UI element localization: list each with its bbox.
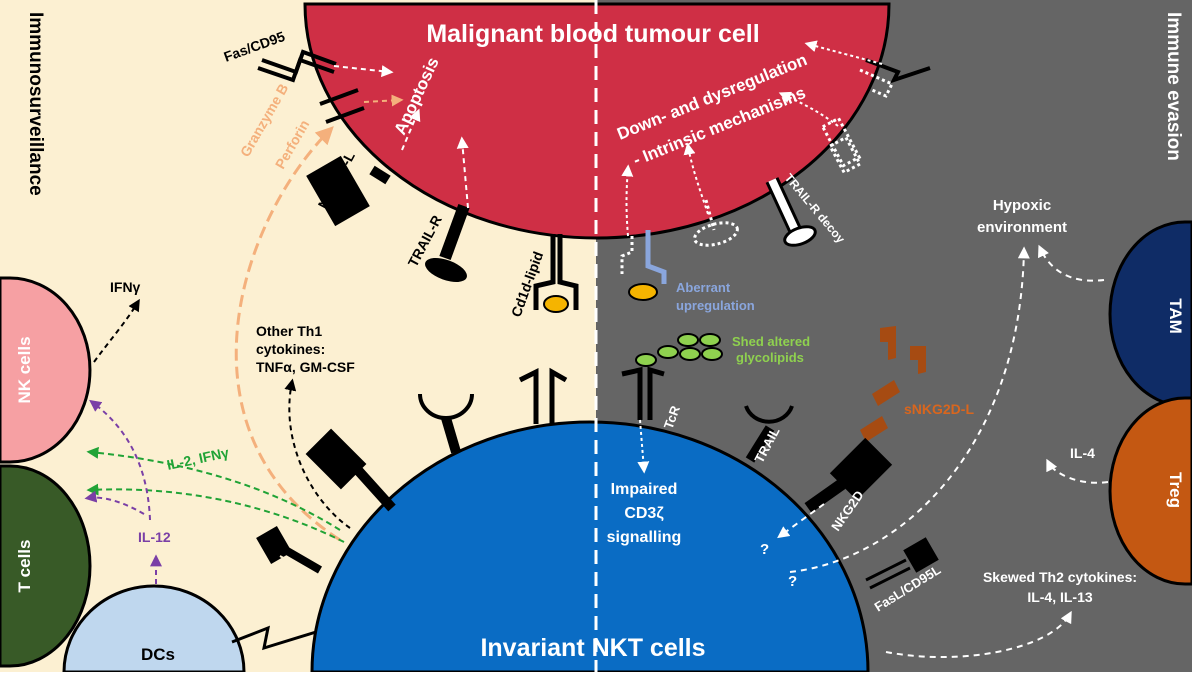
- nkt-fasl-icon: [865, 537, 939, 590]
- dc-nkt-contact: [231, 625, 317, 651]
- arrow-granzyme: [234, 126, 341, 542]
- th1-line1: Other Th1: [256, 323, 322, 339]
- evasion-label: Immune evasion: [1163, 12, 1184, 161]
- question-mark-2: ?: [788, 573, 797, 590]
- treg-label: Treg: [1166, 472, 1185, 508]
- nkg2d-ligand-icon: [306, 155, 391, 227]
- arrow-th1: [284, 378, 351, 529]
- shed-line1: Shed altered: [732, 334, 810, 349]
- nkt-nkg2d-icon: [804, 437, 893, 513]
- cd1d-lost-icon: [620, 236, 634, 274]
- arrows-right-white: [621, 40, 883, 474]
- fas-receptor-icon: [257, 49, 337, 83]
- shed-glycolipids-icon: [635, 333, 723, 367]
- th2-line2: IL-4, IL-13: [1027, 589, 1093, 605]
- ifng-label: IFNγ: [110, 279, 141, 295]
- treg-cell: [1108, 396, 1192, 586]
- snkg2dl-fragments-icon: [860, 326, 926, 442]
- tam-cell: [1108, 220, 1192, 408]
- nkt-tcr-right-icon: [621, 366, 665, 420]
- snkg2dl-label: sNKG2D-L: [904, 401, 974, 417]
- arrow-il2-t: [86, 483, 345, 543]
- trail-receptor-icon: [425, 203, 470, 283]
- nkt-title: Invariant NKT cells: [480, 634, 705, 662]
- arrows-left-white: [333, 65, 469, 209]
- fas-receptor-dashed-icon: [859, 68, 895, 98]
- aberrant-line2: upregulation: [676, 298, 755, 313]
- nk-cell: [0, 276, 92, 464]
- surveillance-label: Immunosurveillance: [25, 12, 46, 196]
- arrow-il12-t: [84, 490, 145, 515]
- trail-receptor-dashed-icon: [693, 199, 739, 247]
- arrow-il12-nk: [89, 399, 151, 521]
- nkt-receptor-block-icon: [305, 428, 396, 512]
- arrow-il2-nk: [86, 446, 341, 531]
- il12-label: IL-12: [138, 529, 171, 545]
- nkt-tcr-left-icon: [518, 367, 568, 424]
- perforin-pore-icon: [319, 88, 365, 124]
- hypoxic-line2: environment: [977, 219, 1067, 236]
- hypoxic-line1: Hypoxic: [993, 197, 1051, 214]
- question-mark-1: ?: [760, 541, 769, 558]
- nkg2d-ligand-dashed-icon: [820, 116, 863, 175]
- th2-line1: Skewed Th2 cytokines:: [983, 569, 1137, 585]
- cd1d-lipid-icon: [533, 234, 579, 313]
- th1-line3: TNFα, GM-CSF: [256, 359, 355, 375]
- t-label: T cells: [15, 540, 34, 593]
- trail-decoy-icon: [765, 177, 817, 247]
- tam-label: TAM: [1166, 298, 1185, 334]
- aberrant-line1: Aberrant: [676, 280, 731, 295]
- th1-line2: cytokines:: [256, 341, 325, 357]
- nkt-trail-left-icon: [418, 393, 474, 454]
- arrow-ifng: [93, 298, 140, 363]
- nk-label: NK cells: [15, 336, 34, 403]
- nkt-trail-right-icon: [744, 405, 794, 463]
- arrow-perforin: [363, 94, 404, 107]
- fas-receptor-right-icon: [865, 58, 931, 84]
- t-cell: [0, 464, 92, 668]
- impaired-line3: signalling: [607, 529, 682, 546]
- nkt-receptor-small-icon: [256, 526, 323, 579]
- dc-label: DCs: [141, 645, 175, 664]
- impaired-line1: Impaired: [611, 481, 678, 498]
- tumour-title: Malignant blood tumour cell: [426, 20, 759, 48]
- arrows-right-dashed: [777, 244, 1109, 658]
- cd1d-aberrant-icon: [628, 230, 667, 301]
- shed-line2: glycolipids: [736, 350, 804, 365]
- impaired-line2: CD3ζ: [624, 505, 664, 522]
- il4-label: IL-4: [1070, 445, 1095, 461]
